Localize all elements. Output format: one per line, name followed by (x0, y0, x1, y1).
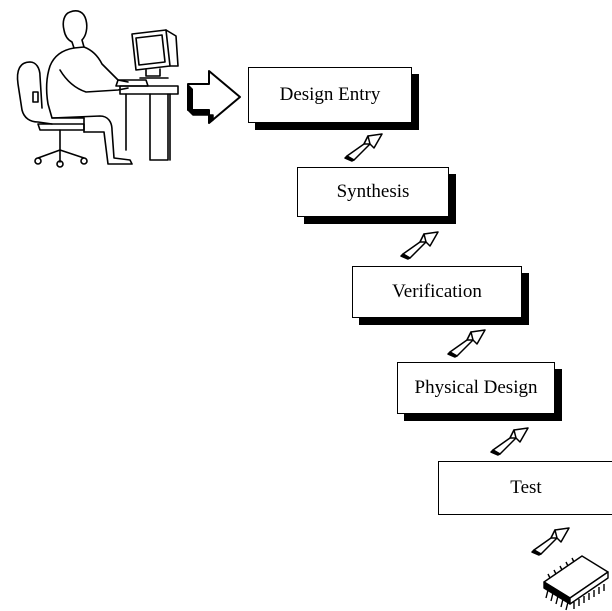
integrated-circuit-chip-icon (543, 555, 609, 611)
ribbon-arrow-icon (447, 329, 486, 358)
step-synthesis-label: Synthesis (336, 181, 410, 202)
step-design-entry: Design Entry (248, 67, 412, 123)
ribbon-arrow-icon (187, 70, 241, 124)
step-physical-design: Physical Design (397, 362, 555, 414)
step-verification-label: Verification (392, 281, 482, 302)
ribbon-arrow-icon (490, 427, 529, 456)
step-verification: Verification (352, 266, 522, 318)
step-test-label: Test (510, 477, 542, 498)
ribbon-arrow-icon (344, 133, 383, 162)
step-physical-design-label: Physical Design (414, 377, 538, 398)
ribbon-arrow-icon (531, 527, 570, 556)
step-test: Test (438, 461, 612, 515)
step-synthesis: Synthesis (297, 167, 449, 217)
designer-at-computer-icon (16, 10, 179, 168)
ribbon-arrow-icon (400, 231, 439, 260)
step-design-entry-label: Design Entry (279, 84, 381, 105)
